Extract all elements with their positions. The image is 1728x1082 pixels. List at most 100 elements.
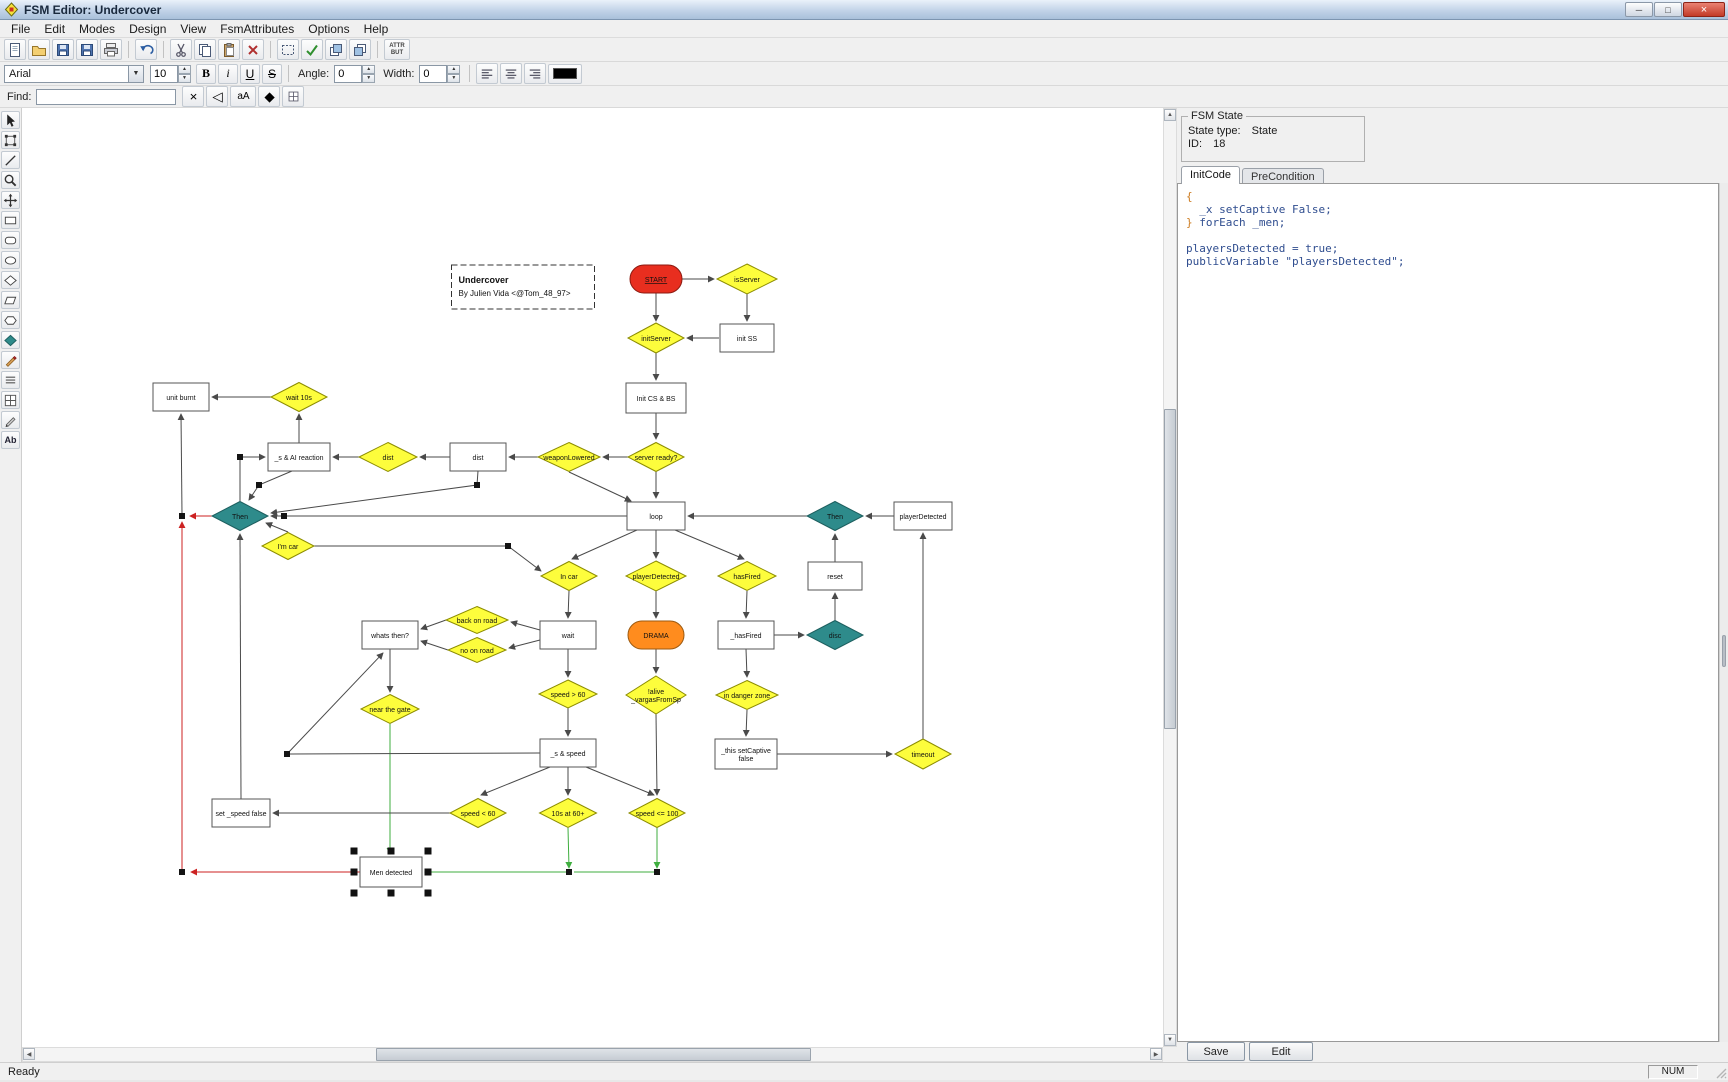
- bold-button[interactable]: B: [196, 64, 216, 84]
- selection-handle[interactable]: [351, 869, 358, 876]
- fsm-node-im-car[interactable]: I'm car: [262, 533, 314, 560]
- open-button[interactable]: [28, 39, 50, 60]
- fsm-node-loop[interactable]: loop: [627, 502, 685, 530]
- close-button[interactable]: ×: [1683, 2, 1725, 17]
- condition-tool[interactable]: [1, 331, 20, 349]
- fsm-node-10s-at-60[interactable]: 10s at 60+: [540, 799, 597, 828]
- send-to-back-button[interactable]: [349, 39, 371, 60]
- fsm-node-init-cs-bs[interactable]: Init CS & BS: [626, 383, 686, 413]
- fsm-node-dist-state[interactable]: dist: [450, 443, 506, 471]
- fsm-node-not-alive-vargas[interactable]: !alive_vargasFromSp: [626, 676, 686, 714]
- selection-handle[interactable]: [425, 890, 432, 897]
- menu-file[interactable]: File: [4, 21, 37, 37]
- resize-grip[interactable]: [1713, 1065, 1727, 1079]
- fsm-node-then-left[interactable]: Then: [212, 502, 268, 531]
- fsm-node-in-danger-zone[interactable]: in danger zone: [716, 681, 778, 710]
- color-swatch-button[interactable]: [548, 64, 582, 84]
- fsm-node-speed-lt-60[interactable]: speed < 60: [450, 799, 506, 828]
- find-prev-button[interactable]: ◁: [206, 86, 228, 107]
- fsm-node-whats-then[interactable]: whats then?: [362, 621, 418, 649]
- menu-modes[interactable]: Modes: [72, 21, 122, 37]
- save-button[interactable]: Save: [1187, 1042, 1245, 1061]
- fsm-node-reset[interactable]: reset: [808, 562, 862, 590]
- code-editor[interactable]: { _x setCaptive False;} forEach _men; pl…: [1177, 183, 1719, 1042]
- selection-handle[interactable]: [351, 848, 358, 855]
- selection-handle[interactable]: [388, 890, 395, 897]
- width-down-icon[interactable]: ▼: [447, 74, 460, 83]
- select-region-button[interactable]: [277, 39, 299, 60]
- paste-button[interactable]: [218, 39, 240, 60]
- bring-to-front-button[interactable]: [325, 39, 347, 60]
- fsm-node-timeout[interactable]: timeout: [895, 739, 951, 769]
- vertical-scrollbar-thumb[interactable]: [1164, 409, 1176, 729]
- vertical-scrollbar[interactable]: ▲ ▼: [1163, 108, 1177, 1047]
- text-tool[interactable]: Ab: [1, 431, 20, 449]
- fsm-node-then-right[interactable]: Then: [807, 502, 863, 531]
- width-up-icon[interactable]: ▲: [447, 65, 460, 74]
- font-size-input[interactable]: [150, 65, 178, 83]
- print-button[interactable]: [100, 39, 122, 60]
- fsm-node-near-the-gate[interactable]: near the gate: [361, 695, 419, 724]
- menu-options[interactable]: Options: [301, 21, 356, 37]
- fsm-node-wait-10s[interactable]: wait 10s: [271, 383, 327, 412]
- angle-up-icon[interactable]: ▲: [362, 65, 375, 74]
- fsm-node-set-speed-false[interactable]: set _speed false: [212, 799, 270, 827]
- find-diamond-button[interactable]: ◆: [258, 86, 280, 107]
- strikethrough-button[interactable]: S: [262, 64, 282, 84]
- find-clear-button[interactable]: ×: [182, 86, 204, 107]
- frame-tool[interactable]: [1, 131, 20, 149]
- underline-button[interactable]: U: [240, 64, 260, 84]
- scroll-right-icon[interactable]: ▶: [1150, 1048, 1162, 1060]
- angle-down-icon[interactable]: ▼: [362, 74, 375, 83]
- menu-view[interactable]: View: [173, 21, 213, 37]
- font-family-select[interactable]: Arial ▼: [4, 65, 144, 83]
- ellipse-tool[interactable]: [1, 251, 20, 269]
- menu-edit[interactable]: Edit: [37, 21, 72, 37]
- fsm-node-server-ready[interactable]: server ready?: [628, 443, 684, 472]
- font-size-down-icon[interactable]: ▼: [178, 74, 191, 83]
- delete-button[interactable]: [242, 39, 264, 60]
- minimize-button[interactable]: ─: [1625, 2, 1653, 17]
- menu-fsmattributes[interactable]: FsmAttributes: [213, 21, 301, 37]
- align-right-button[interactable]: [524, 63, 546, 84]
- polygon-tool[interactable]: [1, 311, 20, 329]
- fsm-node-initserver[interactable]: initServer: [628, 323, 684, 353]
- select-tool[interactable]: [1, 111, 20, 129]
- fsm-node-weapon-lowered[interactable]: weaponLowered: [538, 443, 600, 472]
- match-case-button[interactable]: aA: [230, 86, 256, 107]
- pencil-tool[interactable]: [1, 411, 20, 429]
- diamond-tool[interactable]: [1, 271, 20, 289]
- font-size-up-icon[interactable]: ▲: [178, 65, 191, 74]
- selection-handle[interactable]: [425, 869, 432, 876]
- new-button[interactable]: [4, 39, 26, 60]
- save-button[interactable]: [52, 39, 74, 60]
- grid-tool[interactable]: [1, 391, 20, 409]
- width-input[interactable]: [419, 65, 447, 83]
- horizontal-scrollbar-thumb[interactable]: [376, 1048, 811, 1061]
- pan-tool[interactable]: [1, 191, 20, 209]
- find-input[interactable]: [36, 89, 176, 105]
- line-tool[interactable]: [1, 151, 20, 169]
- comb-tool[interactable]: [1, 371, 20, 389]
- fsm-node-dist-cond[interactable]: dist: [359, 443, 417, 472]
- fsm-node-in-car[interactable]: In car: [541, 562, 597, 591]
- tab-precondition[interactable]: PreCondition: [1242, 168, 1324, 184]
- edit-button[interactable]: Edit: [1249, 1042, 1313, 1061]
- fsm-node-back-on-road[interactable]: back on road: [446, 607, 508, 634]
- zoom-tool[interactable]: [1, 171, 20, 189]
- italic-button[interactable]: i: [218, 64, 238, 84]
- fsm-node-player-detected-state[interactable]: playerDetected: [894, 502, 952, 530]
- rect-tool[interactable]: [1, 211, 20, 229]
- fsm-node-has-fired-state[interactable]: _hasFired: [718, 621, 774, 649]
- chevron-down-icon[interactable]: ▼: [128, 66, 143, 82]
- rounded-rect-tool[interactable]: [1, 231, 20, 249]
- fsm-node-speed-gt-60[interactable]: speed > 60: [539, 680, 597, 708]
- align-center-button[interactable]: [500, 63, 522, 84]
- fsm-node-s-and-speed[interactable]: _s & speed: [540, 739, 596, 767]
- fsm-node-wait[interactable]: wait: [540, 621, 596, 649]
- parallelogram-tool[interactable]: [1, 291, 20, 309]
- tab-initcode[interactable]: InitCode: [1181, 166, 1240, 184]
